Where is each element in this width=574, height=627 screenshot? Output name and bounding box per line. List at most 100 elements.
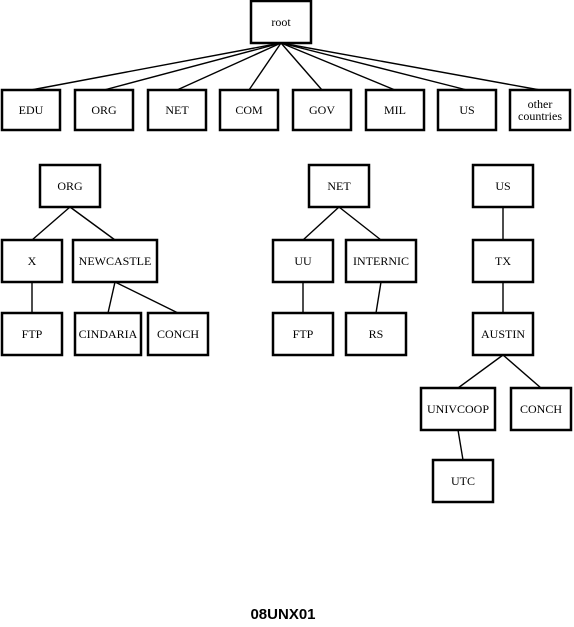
node-box: [146, 311, 210, 357]
node-austin: AUSTIN: [471, 311, 535, 357]
edge-root-to-gov: [280, 42, 323, 91]
edge-root-to-com: [248, 42, 282, 91]
node-label: CONCH: [157, 327, 199, 341]
node-label: ORG: [91, 103, 117, 117]
node-org: ORG: [38, 163, 102, 209]
node-box: [249, 0, 313, 45]
node-gov: GOV: [291, 88, 353, 132]
node-net: NET: [307, 163, 371, 209]
node-box: [271, 238, 335, 284]
node-label: NET: [165, 103, 189, 117]
node-cindaria: CINDARIA: [73, 311, 143, 357]
edge-root-to-edu: [30, 42, 282, 91]
node-label: UU: [294, 254, 312, 268]
node-com: COM: [218, 88, 280, 132]
edge-austin-to-conch2: [502, 354, 542, 389]
node-univcoop: UNIVCOOP: [419, 386, 497, 432]
node-box: [146, 88, 208, 132]
node-org-top: ORG: [73, 88, 135, 132]
node-newcastle: NEWCASTLE: [71, 238, 159, 284]
node-conch1: CONCH: [146, 311, 210, 357]
node-label: EDU: [19, 103, 44, 117]
edge-root-to-other: [280, 42, 541, 91]
node-box: [471, 163, 535, 209]
node-us: US: [471, 163, 535, 209]
node-label: GOV: [309, 103, 335, 117]
node-label: CONCH: [520, 402, 562, 416]
node-box: [344, 238, 418, 284]
node-box: [0, 88, 62, 132]
node-mil: MIL: [364, 88, 426, 132]
node-label: UTC: [451, 474, 475, 488]
node-box: [0, 311, 64, 357]
node-box: [509, 386, 573, 432]
node-label: UNIVCOOP: [427, 402, 489, 416]
edge-net-to-uu: [302, 206, 340, 241]
edge-newcastle-to-conch1: [114, 281, 179, 314]
node-box: [38, 163, 102, 209]
node-label: X: [28, 254, 37, 268]
edge-newcastle-to-cindaria: [107, 281, 116, 314]
node-label: root: [271, 15, 291, 29]
node-ftp2: FTP: [271, 311, 335, 357]
node-conch2: CONCH: [509, 386, 573, 432]
node-label: CINDARIA: [79, 327, 138, 341]
edge-internic-to-rs: [375, 281, 382, 314]
edge-root-to-net-top: [176, 42, 282, 91]
node-label: COM: [235, 103, 263, 117]
node-box: [0, 238, 64, 284]
edge-net-to-internic: [338, 206, 382, 241]
node-utc: UTC: [431, 458, 495, 504]
edges: [30, 42, 542, 461]
node-box: [471, 238, 535, 284]
node-box: [436, 88, 498, 132]
edge-austin-to-univcoop: [457, 354, 504, 389]
edge-org-to-newcastle: [69, 206, 116, 241]
node-label: INTERNIC: [353, 254, 409, 268]
node-x: X: [0, 238, 64, 284]
edge-org-to-x: [31, 206, 71, 241]
node-box: [218, 88, 280, 132]
node-box: [291, 88, 353, 132]
node-internic: INTERNIC: [344, 238, 418, 284]
node-box: [73, 88, 135, 132]
node-tx: TX: [471, 238, 535, 284]
figure-caption: 08UNX01: [250, 606, 315, 623]
node-label: ORG: [57, 179, 83, 193]
node-label: AUSTIN: [481, 327, 525, 341]
node-box: [307, 163, 371, 209]
node-box: [71, 238, 159, 284]
node-label: MIL: [384, 103, 406, 117]
node-label: countries: [518, 109, 562, 123]
node-ftp1: FTP: [0, 311, 64, 357]
edge-root-to-org-top: [103, 42, 282, 91]
node-net-top: NET: [146, 88, 208, 132]
node-box: [364, 88, 426, 132]
node-box: [431, 458, 495, 504]
node-root: root: [249, 0, 313, 45]
node-label: NET: [327, 179, 351, 193]
node-box: [344, 311, 408, 357]
node-rs: RS: [344, 311, 408, 357]
node-uu: UU: [271, 238, 335, 284]
node-edu: EDU: [0, 88, 62, 132]
node-box: [471, 311, 535, 357]
node-box: [508, 88, 572, 132]
node-label: TX: [495, 254, 511, 268]
edge-root-to-us-top: [280, 42, 468, 91]
edge-root-to-mil: [280, 42, 396, 91]
node-label: FTP: [22, 327, 43, 341]
node-box: [271, 311, 335, 357]
edge-univcoop-to-utc: [457, 429, 464, 461]
node-label: FTP: [293, 327, 314, 341]
node-box: [419, 386, 497, 432]
node-label: US: [459, 103, 474, 117]
node-box: [73, 311, 143, 357]
node-label: NEWCASTLE: [79, 254, 152, 268]
node-label: US: [495, 179, 510, 193]
node-label: other: [528, 97, 553, 111]
node-us-top: US: [436, 88, 498, 132]
